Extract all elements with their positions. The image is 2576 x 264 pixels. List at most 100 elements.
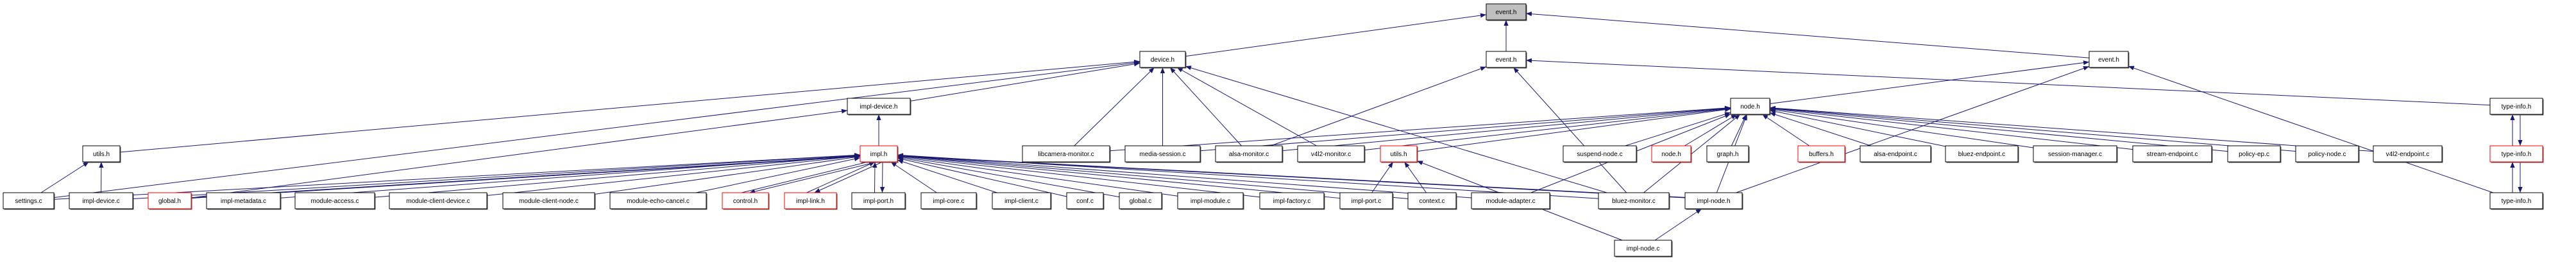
node-box[interactable] <box>69 192 133 209</box>
node-box[interactable] <box>992 192 1051 209</box>
node-control[interactable]: control.h <box>722 192 770 210</box>
node-box[interactable] <box>389 192 487 209</box>
node-v4l2ep[interactable]: v4l2-endpoint.c <box>2373 145 2443 163</box>
node-box[interactable] <box>1022 145 1110 163</box>
node-impldevc[interactable]: impl-device.c <box>69 192 134 210</box>
node-event2[interactable]: event.h <box>2089 51 2130 69</box>
node-implnodec[interactable]: impl-node.c <box>1614 240 1673 258</box>
node-box[interactable] <box>1945 145 2019 163</box>
node-box[interactable] <box>502 192 595 209</box>
node-globalc[interactable]: global.c <box>1119 192 1163 210</box>
node-box[interactable] <box>609 192 707 209</box>
node-bluezep[interactable]: bluez-endpoint.c <box>1945 145 2019 163</box>
node-implcore[interactable]: impl-core.c <box>920 192 978 210</box>
node-graph[interactable]: graph.h <box>1706 145 1750 163</box>
node-modaccess[interactable]: module-access.c <box>294 192 376 210</box>
node-streamep[interactable]: stream-endpoint.c <box>2132 145 2213 163</box>
node-buffers[interactable]: buffers.h <box>1797 145 1846 163</box>
node-alsamon[interactable]: alsa-monitor.c <box>1215 145 1284 163</box>
node-event0[interactable]: event.h <box>1486 3 1527 21</box>
node-utilsr[interactable]: utils.h <box>1380 145 1418 163</box>
node-box[interactable] <box>920 192 977 209</box>
node-implnodeh[interactable]: impl-node.h <box>1684 192 1743 210</box>
node-box[interactable] <box>722 192 769 209</box>
node-noder[interactable]: node.h <box>1651 145 1692 163</box>
node-context[interactable]: context.c <box>1407 192 1457 210</box>
node-box[interactable] <box>851 192 906 209</box>
node-policynode[interactable]: policy-node.c <box>2295 145 2360 163</box>
node-suspend[interactable]: suspend-node.c <box>1563 145 1638 163</box>
node-box[interactable] <box>1486 51 1527 68</box>
node-box[interactable] <box>2033 145 2117 163</box>
node-box[interactable] <box>1860 145 1931 163</box>
node-modcnode[interactable]: module-client-node.c <box>502 192 596 210</box>
node-implfactory[interactable]: impl-factory.c <box>1259 192 1325 210</box>
node-modcdev[interactable]: module-client-device.c <box>389 192 488 210</box>
node-modadapter[interactable]: module-adapter.c <box>1471 192 1551 210</box>
node-box[interactable] <box>784 192 837 209</box>
node-nodeh[interactable]: node.h <box>1730 98 1771 116</box>
node-implclient[interactable]: impl-client.c <box>992 192 1052 210</box>
node-box[interactable] <box>1066 192 1104 209</box>
node-box[interactable] <box>1297 145 1365 163</box>
node-box[interactable] <box>860 145 898 163</box>
node-media[interactable]: media-session.c <box>1124 145 1201 163</box>
node-impllink[interactable]: impl-link.h <box>784 192 838 210</box>
node-libcam[interactable]: libcamera-monitor.c <box>1022 145 1111 163</box>
node-implportc[interactable]: impl-port.c <box>1339 192 1394 210</box>
node-globalh[interactable]: global.h <box>148 192 192 210</box>
node-ti1[interactable]: type-info.h <box>2489 98 2544 116</box>
node-implmodule[interactable]: impl-module.c <box>1177 192 1244 210</box>
node-box[interactable] <box>1684 192 1743 209</box>
node-box[interactable] <box>2295 145 2359 163</box>
node-policyep[interactable]: policy-ep.c <box>2227 145 2282 163</box>
node-box[interactable] <box>2489 98 2543 115</box>
node-box[interactable] <box>1486 3 1527 21</box>
node-box[interactable] <box>1380 145 1418 163</box>
node-box[interactable] <box>294 192 375 209</box>
node-box[interactable] <box>1339 192 1393 209</box>
node-implmeta[interactable]: impl-metadata.c <box>206 192 282 210</box>
node-box[interactable] <box>1215 145 1283 163</box>
node-box[interactable] <box>1706 145 1749 163</box>
node-box[interactable] <box>1598 192 1670 209</box>
node-box[interactable] <box>1259 192 1325 209</box>
node-box[interactable] <box>1407 192 1457 209</box>
node-box[interactable] <box>206 192 281 209</box>
node-bluezmon[interactable]: bluez-monitor.c <box>1598 192 1670 210</box>
node-box[interactable] <box>1614 240 1672 257</box>
node-modecho[interactable]: module-echo-cancel.c <box>609 192 708 210</box>
node-utilsh[interactable]: utils.h <box>82 145 121 163</box>
node-device[interactable]: device.h <box>1139 51 1187 69</box>
node-box[interactable] <box>2489 145 2543 163</box>
node-impldevh[interactable]: impl-device.h <box>847 98 911 116</box>
node-box[interactable] <box>1139 51 1186 68</box>
node-box[interactable] <box>1730 98 1770 115</box>
node-implh[interactable]: impl.h <box>860 145 899 163</box>
node-box[interactable] <box>148 192 192 209</box>
node-v4l2mon[interactable]: v4l2-monitor.c <box>1297 145 1366 163</box>
node-box[interactable] <box>2227 145 2281 163</box>
node-implporth[interactable]: impl-port.h <box>851 192 906 210</box>
node-settings[interactable]: settings.c <box>3 192 55 210</box>
node-box[interactable] <box>82 145 121 163</box>
node-box[interactable] <box>1119 192 1162 209</box>
node-box[interactable] <box>847 98 911 115</box>
node-alsaep[interactable]: alsa-endpoint.c <box>1860 145 1932 163</box>
node-box[interactable] <box>1124 145 1201 163</box>
node-box[interactable] <box>1471 192 1550 209</box>
node-conf[interactable]: conf.c <box>1066 192 1105 210</box>
node-box[interactable] <box>1651 145 1691 163</box>
node-box[interactable] <box>2373 145 2443 163</box>
node-box[interactable] <box>2089 51 2129 68</box>
node-event1[interactable]: event.h <box>1486 51 1527 69</box>
node-box[interactable] <box>1177 192 1244 209</box>
node-box[interactable] <box>1797 145 1845 163</box>
node-ti3[interactable]: type-info.h <box>2489 192 2544 210</box>
node-ti2[interactable]: type-info.h <box>2489 145 2544 163</box>
node-box[interactable] <box>3 192 55 209</box>
node-sessmgr[interactable]: session-manager.c <box>2033 145 2118 163</box>
node-box[interactable] <box>1563 145 1637 163</box>
node-box[interactable] <box>2132 145 2212 163</box>
node-box[interactable] <box>2489 192 2543 209</box>
